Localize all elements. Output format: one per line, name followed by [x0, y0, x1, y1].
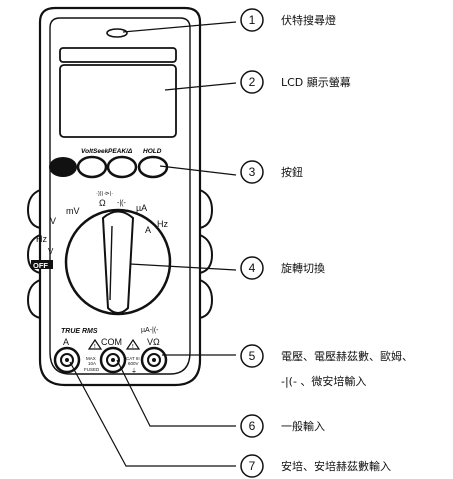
dial-labels: mV Hz V V ·)))·⊳|· Ω -|(- µA A Hz OFF: [31, 191, 168, 270]
callout-7: 7: [240, 454, 264, 478]
dial-ua: µA: [136, 203, 147, 213]
callout-5-label-line2: -|(- 、微安培輸入: [281, 375, 367, 388]
true-rms-label: TRUE RMS: [61, 328, 98, 335]
svg-text:!: !: [132, 344, 134, 350]
fused-label: FUSED: [84, 367, 100, 372]
svg-text:7: 7: [249, 459, 256, 473]
callout-3-label: 按鈕: [281, 166, 303, 179]
hold-button[interactable]: [137, 155, 169, 179]
a-jack[interactable]: [53, 346, 81, 374]
cat-v-label: 600V: [128, 361, 139, 366]
callout-1: 1: [240, 8, 264, 32]
rotary-switch[interactable]: [64, 208, 172, 316]
front-buttons: VoltSeek PEAK/Δ HOLD: [49, 148, 169, 179]
max-10a-label: 10A: [88, 361, 96, 366]
svg-text:2: 2: [249, 75, 256, 89]
callout-markers: 1 2 3 4 5 6 7: [240, 8, 264, 478]
voltseek-button[interactable]: [76, 155, 108, 179]
ua-cap-label: µA-|(-: [141, 327, 159, 334]
callout-3: 3: [240, 160, 264, 184]
svg-text:3: 3: [249, 165, 256, 179]
multimeter-body: [26, 6, 214, 387]
leader-lines: [69, 21, 237, 467]
warning-icon-left: !: [87, 338, 103, 350]
input-jacks: TRUE RMS A COM VΩ µA-|(- ! ! MAX 10: [53, 327, 168, 375]
svg-text:!: !: [94, 344, 96, 350]
dial-off-box: [31, 260, 53, 269]
voltseek-label: VoltSeek: [81, 148, 109, 155]
dial-v-ac: V: [50, 216, 56, 226]
dial-a: A: [145, 225, 151, 235]
callout-6: 6: [240, 414, 264, 438]
callout-5: 5: [240, 344, 264, 368]
callout-4: 4: [240, 256, 264, 280]
dial-hz-v: Hz: [36, 234, 47, 244]
com-jack-label: COM: [101, 337, 122, 347]
cat-label: CAT III: [126, 356, 140, 361]
vohm-jack[interactable]: [140, 346, 168, 374]
max-label: MAX: [86, 356, 96, 361]
ground-icon: ⏚: [131, 368, 137, 375]
callout-5-label: 電壓、電壓赫茲數、歐姆、: [281, 350, 413, 363]
svg-text:5: 5: [249, 349, 256, 363]
svg-text:4: 4: [249, 261, 256, 275]
callout-1-label: 伏特搜尋燈: [281, 14, 336, 27]
hold-label: HOLD: [143, 148, 162, 155]
dial-hz: Hz: [157, 219, 168, 229]
dial-diode: ·)))·⊳|·: [96, 191, 113, 197]
svg-text:1: 1: [249, 13, 256, 27]
lcd-display: [59, 47, 177, 138]
peak-label: PEAK/Δ: [108, 148, 133, 155]
callout-6-label: 一般輸入: [281, 420, 325, 433]
peak-button[interactable]: [106, 155, 138, 179]
dial-off: OFF: [33, 261, 48, 270]
callout-2: 2: [240, 70, 264, 94]
dial-v: V: [48, 247, 54, 256]
dial-mv: mV: [66, 206, 80, 216]
callout-2-label: LCD 顯示螢幕: [281, 76, 351, 89]
dial-cap: -|(-: [117, 200, 126, 207]
callout-4-label: 旋轉切換: [281, 262, 325, 275]
warning-icon-right: !: [125, 338, 141, 350]
voltseek-light: [106, 28, 128, 38]
callout-7-label: 安培、安培赫茲數輸入: [281, 460, 391, 473]
backlight-button[interactable]: [49, 157, 77, 177]
vohm-jack-label: VΩ: [147, 337, 160, 347]
a-jack-label: A: [63, 337, 69, 347]
svg-text:6: 6: [249, 419, 256, 433]
dial-ohm: Ω: [99, 198, 106, 208]
com-jack[interactable]: [99, 346, 127, 374]
